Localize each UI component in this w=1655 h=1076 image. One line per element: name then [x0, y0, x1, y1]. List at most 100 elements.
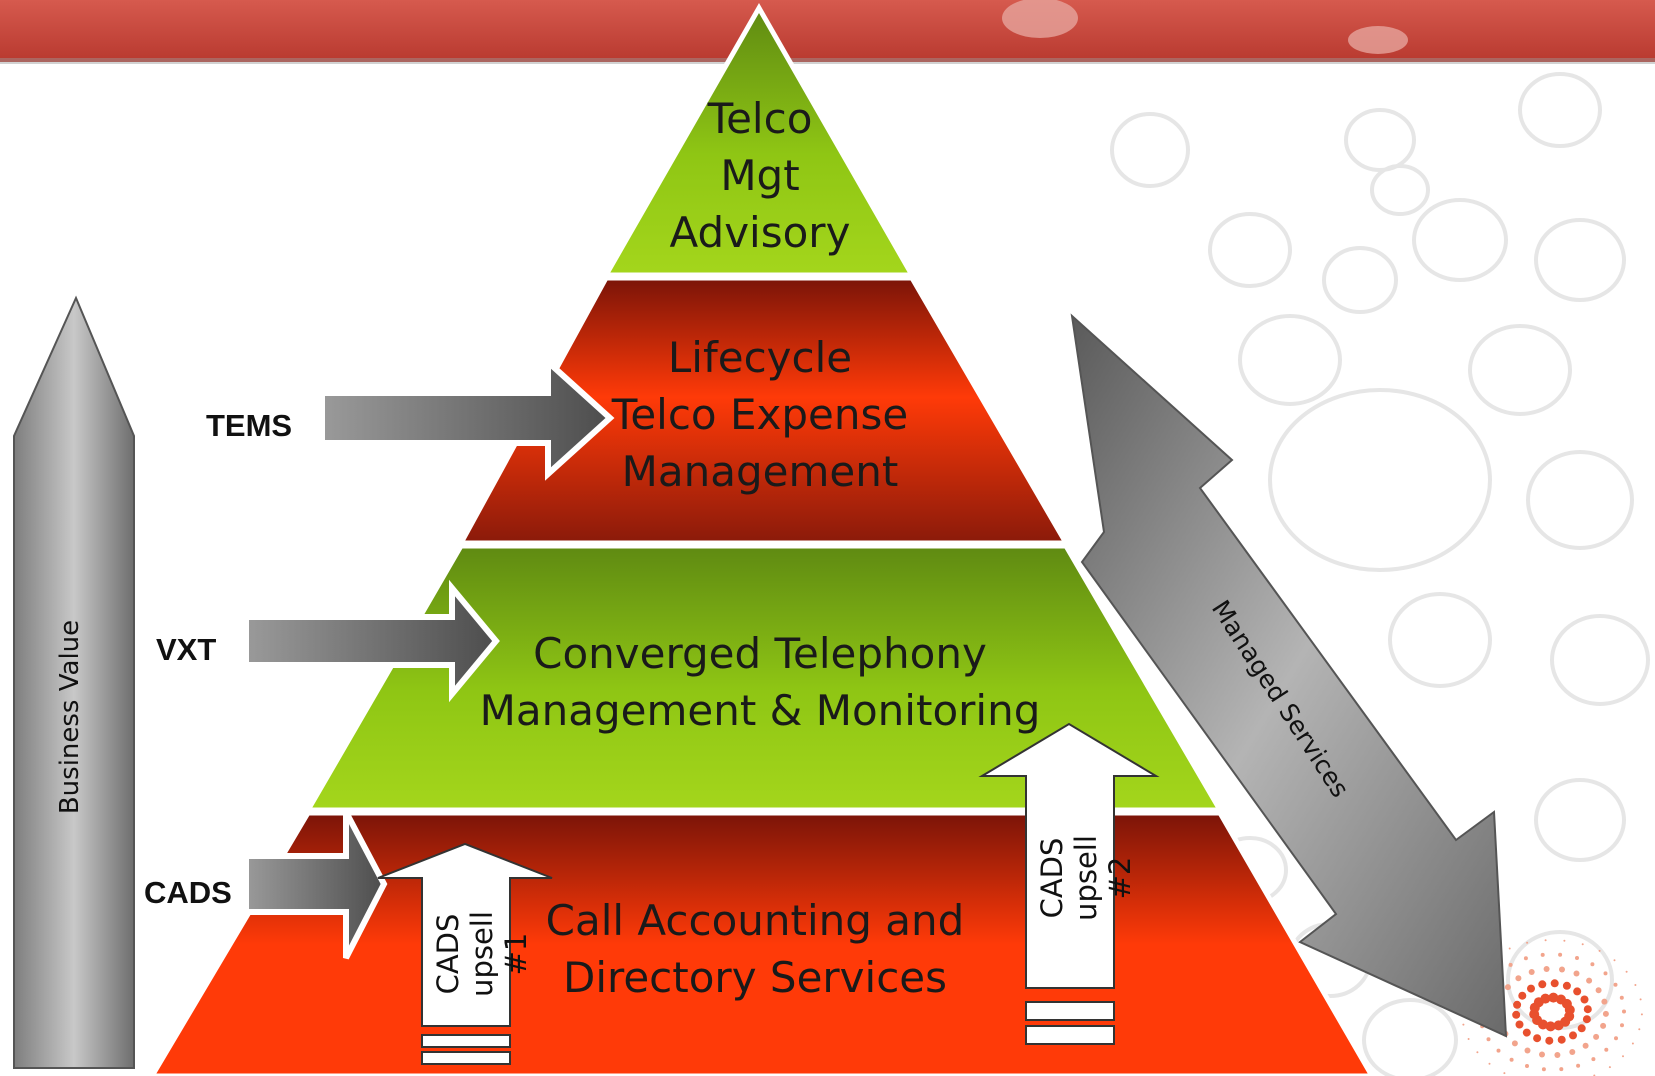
burst-dot: [1512, 1010, 1521, 1019]
upsell-2-label: CADS upsell #2: [1035, 835, 1137, 921]
cads-label: CADS: [144, 875, 232, 910]
burst-dot: [1511, 1040, 1518, 1047]
burst-dot: [1580, 995, 1589, 1004]
burst-dot: [1523, 956, 1528, 961]
burst-dot: [1540, 952, 1545, 957]
burst-dot: [1526, 941, 1529, 944]
managed-services-arrow: [1070, 313, 1508, 1038]
burst-dot: [1608, 1066, 1611, 1069]
burst-dot: [1544, 939, 1547, 942]
burst-dot: [1538, 980, 1547, 989]
burst-dot: [1541, 1067, 1546, 1072]
burst-dot: [1582, 1042, 1589, 1049]
burst-dot: [1503, 1072, 1506, 1075]
burst-dot: [1573, 970, 1580, 977]
tier-label-ctm: Converged Telephony Management & Monitor…: [479, 629, 1041, 735]
burst-dot: [1619, 995, 1624, 1000]
burst-dot: [1622, 1009, 1626, 1014]
burst-dot: [1550, 979, 1559, 988]
burst-dot: [1545, 1036, 1554, 1045]
burst-dot: [1522, 1028, 1531, 1037]
burst-dot: [1640, 1013, 1643, 1016]
burst-dot: [1462, 1023, 1465, 1026]
vxt-label: VXT: [156, 632, 217, 667]
burst-dot: [1600, 1022, 1607, 1029]
burst-dot: [1563, 939, 1566, 942]
tier-label-advisory: Telco Mgt Advisory: [669, 94, 851, 257]
burst-dot: [1528, 969, 1535, 975]
burst-dot: [1595, 987, 1602, 994]
burst-dot: [1575, 956, 1579, 960]
cads-arrow: [243, 810, 388, 960]
burst-dot: [1515, 975, 1522, 982]
burst-dot: [1631, 1042, 1634, 1045]
tier-label-cads: Call Accounting and Directory Services: [545, 896, 965, 1002]
burst-dot: [1573, 987, 1582, 996]
burst-dot: [1591, 1057, 1596, 1062]
burst-dot: [1509, 1057, 1514, 1062]
burst-dot: [1625, 970, 1628, 973]
burst-dot: [1525, 1064, 1529, 1068]
burst-dot: [1569, 1049, 1576, 1055]
tems-label: TEMS: [206, 408, 293, 443]
burst-dot: [1508, 962, 1513, 967]
burst-dot: [1467, 1038, 1470, 1040]
burst-dot: [1533, 1034, 1542, 1043]
burst-dot: [1543, 966, 1550, 972]
burst-dot: [1559, 966, 1565, 973]
tems-arrow: [319, 355, 615, 481]
burst-dot: [1601, 998, 1608, 1005]
burst-dot: [1558, 952, 1563, 957]
burst-dot: [1576, 1063, 1581, 1068]
burst-dot: [1508, 947, 1511, 950]
burst-dot: [1582, 1015, 1591, 1024]
burst-dot: [1586, 977, 1593, 984]
burst-dot: [1581, 943, 1584, 946]
burst-dot: [1583, 1005, 1592, 1014]
burst-dot: [1476, 1051, 1479, 1054]
burst-dot: [1604, 1047, 1609, 1052]
burst-dot: [1554, 1052, 1561, 1058]
vxt-arrow: [243, 579, 500, 703]
business-value-label: Business Value: [55, 619, 85, 815]
burst-dot: [1638, 1028, 1641, 1031]
burst-dot: [1486, 1037, 1491, 1042]
burst-dot: [1496, 1048, 1501, 1053]
header-banner: [0, 0, 1655, 64]
upsell-1-label: CADS upsell #1: [431, 911, 533, 997]
upsell-1-arrow: [377, 842, 553, 1065]
burst-dot: [1504, 984, 1511, 991]
burst-dot: [1613, 959, 1616, 962]
pyramid-tier-ctm: [303, 543, 1225, 813]
burst-dot: [1622, 1055, 1624, 1058]
pyramid-tier-advisory: [601, 2, 917, 278]
tier-label-tem: Lifecycle Telco Expense Management: [611, 333, 909, 496]
burst-dot: [1577, 1024, 1586, 1033]
burst-dot: [1518, 991, 1527, 1000]
burst-dot: [1524, 1047, 1531, 1054]
burst-dot: [1639, 998, 1642, 1001]
burst-dot: [1603, 971, 1608, 976]
burst-dot: [1545, 1021, 1556, 1032]
upsell-2-arrow: [978, 722, 1160, 1045]
burst-dot: [1553, 1020, 1564, 1031]
burst-dot: [1569, 1031, 1577, 1040]
burst-dot: [1613, 982, 1618, 987]
burst-dot: [1602, 1010, 1609, 1017]
burst-dot: [1540, 993, 1551, 1004]
burst-dot: [1557, 1035, 1566, 1044]
burst-dot: [1620, 1023, 1624, 1028]
burst-dot: [1539, 1051, 1545, 1058]
burst-dot: [1634, 984, 1637, 986]
burst-dot: [1564, 1004, 1575, 1015]
burst-dot: [1598, 949, 1601, 952]
burst-dot: [1488, 1062, 1491, 1065]
burst-dot: [1515, 1020, 1524, 1029]
burst-dot: [1614, 1036, 1618, 1041]
pyramid-tier-tem: [456, 275, 1071, 546]
burst-dot: [1562, 981, 1571, 990]
business-value-arrow: [13, 295, 135, 1069]
burst-dot: [1513, 1000, 1522, 1009]
